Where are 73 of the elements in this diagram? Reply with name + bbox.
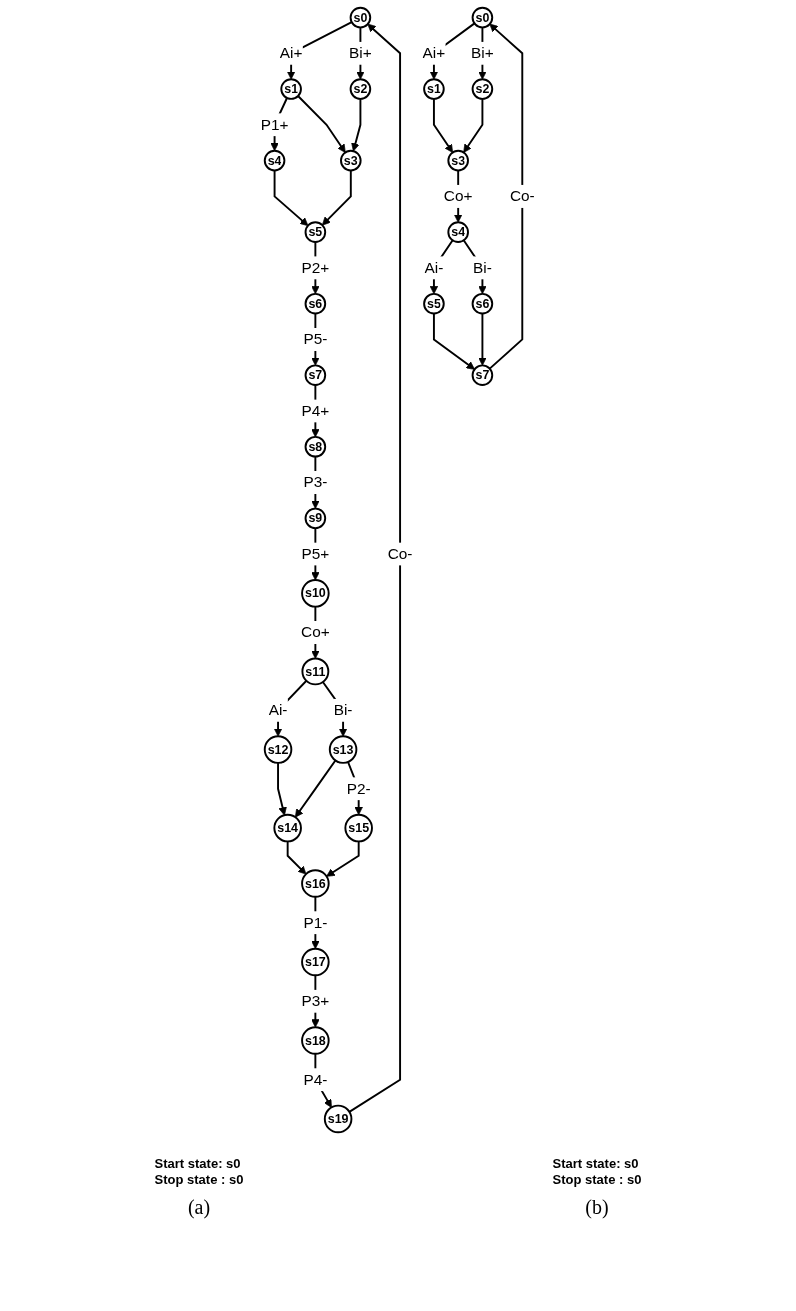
arrow: [489, 23, 524, 370]
node-circle: s2: [471, 78, 494, 100]
node-circle: s7: [304, 364, 327, 386]
node-circle: s13: [329, 735, 358, 764]
arrow: [314, 1052, 333, 1108]
node-circle: s9: [304, 507, 327, 530]
node-circle: s5: [423, 292, 446, 315]
edge-label: P1+: [261, 116, 289, 133]
arrow: [274, 679, 308, 737]
node-circle: s2: [349, 78, 372, 100]
state-note: Start state: s0: [552, 1156, 639, 1172]
node-circle: s10: [301, 579, 330, 608]
node-circle: s15: [344, 813, 374, 843]
state-note: Start state: s0: [154, 1156, 241, 1172]
node-circle: s7: [471, 364, 494, 386]
node-circle: s16: [301, 869, 330, 898]
arrow: [351, 97, 362, 152]
arrow: [433, 97, 454, 153]
node-circle: s11: [301, 657, 330, 686]
arrow: [478, 312, 487, 366]
node-circle: s6: [304, 292, 327, 315]
node-circle: s4: [447, 221, 470, 243]
node-circle: s14: [273, 813, 303, 843]
edge-label: P2-: [347, 780, 371, 797]
panel-label: (b): [585, 1196, 609, 1219]
arrow: [322, 169, 353, 226]
arrow: [295, 759, 337, 818]
node-circle: s19: [324, 1104, 353, 1134]
edge-label: P3+: [301, 992, 330, 1009]
panel-label: (a): [187, 1196, 211, 1219]
node-circle: s0: [349, 6, 372, 29]
edge-label: Bi+: [349, 44, 373, 61]
edge-label: Co-: [388, 545, 413, 562]
node-circle: s8: [304, 435, 327, 458]
edge-label: P5+: [301, 545, 330, 562]
edge-label: P3-: [303, 473, 328, 491]
edge-label: Bi-: [334, 701, 353, 719]
state-note: Stop state : s0: [154, 1172, 244, 1188]
edge-label: Co-: [510, 187, 535, 205]
arrow: [273, 169, 309, 227]
arrow: [430, 239, 454, 295]
node-circle: s18: [301, 1026, 330, 1055]
arrow: [326, 840, 360, 877]
node-circle: s17: [301, 947, 330, 977]
edge-label: P4+: [301, 402, 330, 419]
node-circle: s1: [423, 78, 446, 100]
edge-label: P5-: [303, 330, 328, 348]
edge-label: P1-: [303, 914, 328, 931]
node-circle: s3: [447, 149, 470, 172]
node-circle: s0: [471, 6, 494, 29]
edge-label: P2+: [301, 259, 330, 276]
edge-label: Bi-: [473, 259, 493, 276]
node-circle: s6: [471, 292, 494, 315]
edge-label: Bi+: [471, 44, 495, 61]
arrow: [297, 95, 346, 153]
node-circle: s3: [340, 149, 362, 172]
edge-label: Ai-: [424, 259, 444, 276]
node-circle: s4: [264, 149, 286, 172]
edge-label: Ai+: [280, 44, 303, 61]
arrow: [463, 97, 484, 153]
state-note: Stop state : s0: [552, 1172, 642, 1188]
node-circle: s1: [280, 78, 303, 100]
edge-label: P4-: [303, 1071, 328, 1088]
arrow: [463, 239, 487, 295]
arrow: [287, 840, 307, 875]
edge-label: Co+: [301, 623, 330, 641]
edge-label: Ai-: [268, 701, 288, 719]
arrow: [433, 312, 476, 370]
node-circle: s12: [264, 735, 293, 764]
edge-label: Co+: [444, 187, 473, 205]
edge-label: Ai+: [422, 44, 446, 61]
arrow: [277, 761, 288, 816]
node-circle: s5: [304, 221, 327, 243]
